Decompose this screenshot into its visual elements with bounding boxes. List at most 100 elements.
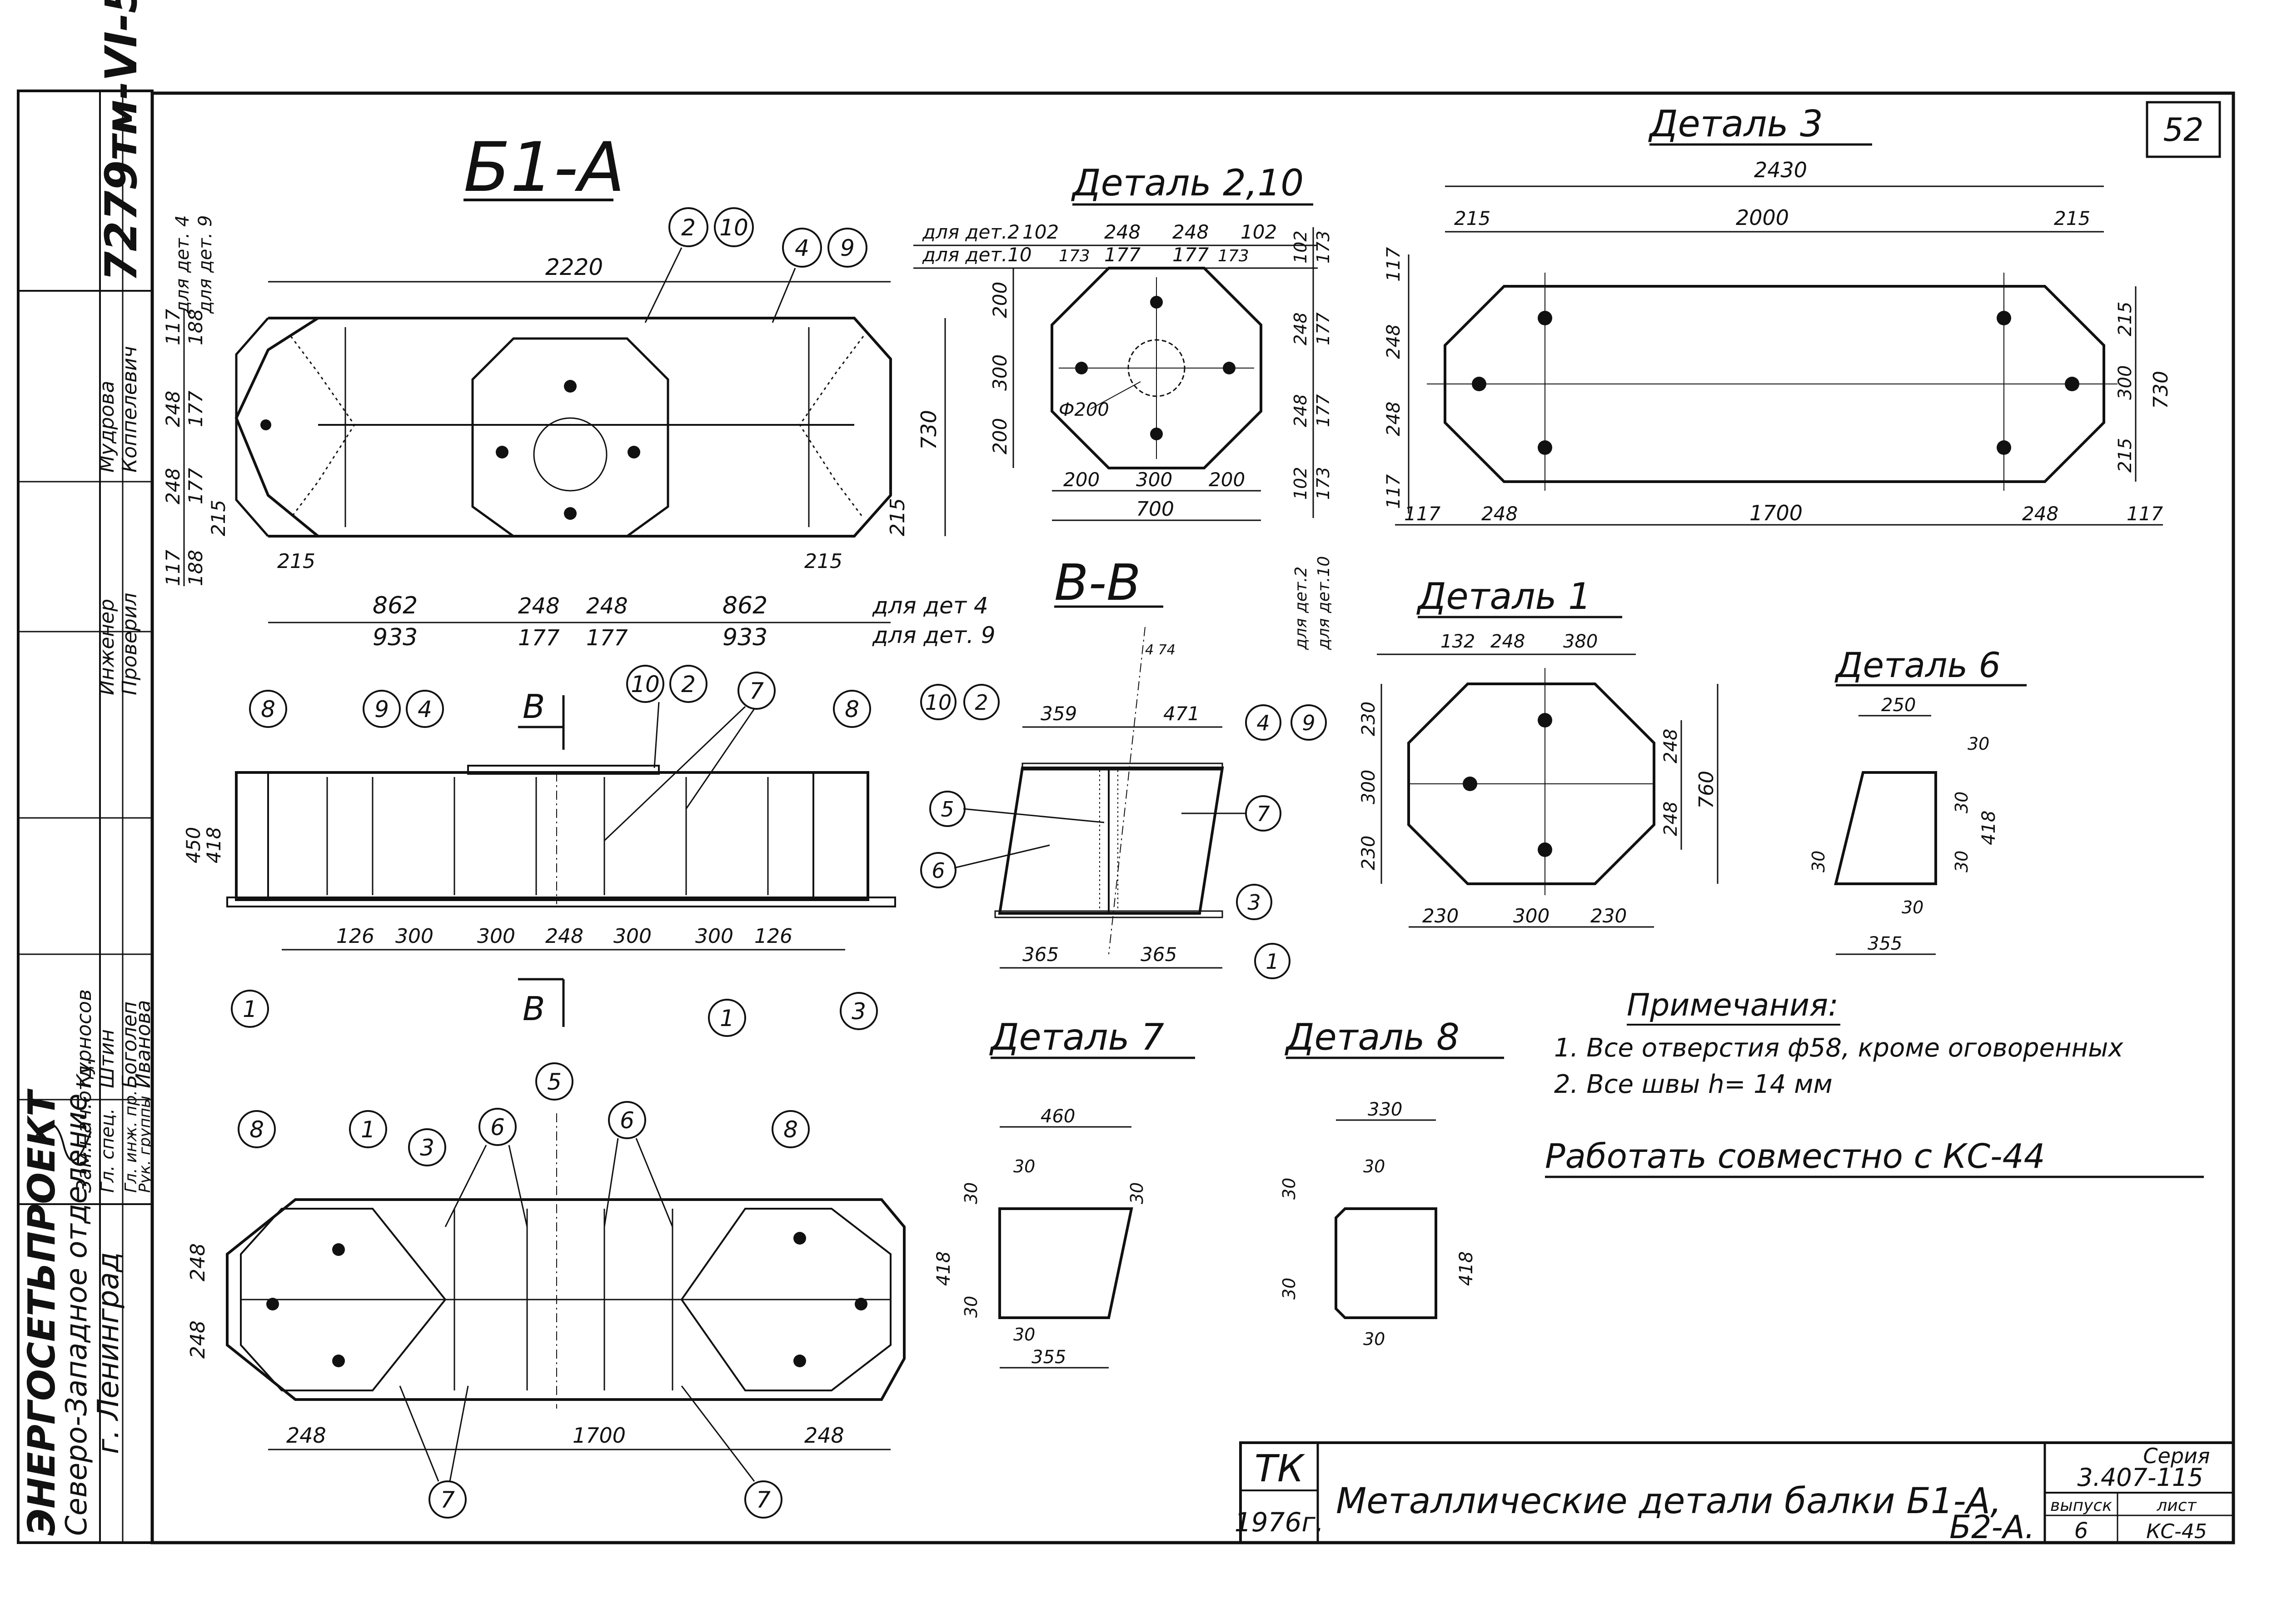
view-det1: Деталь 1 132 248 380 230 300 230 248 248… (1358, 575, 1719, 928)
view-front: 450 418 126 300 300 248 300 300 126 В В … (182, 665, 896, 1037)
det210-dim-right: 102 (1290, 230, 1310, 264)
callout-label: 1 (243, 996, 257, 1022)
det210-title: Деталь 2,10 (1071, 162, 1304, 204)
callout-bubble (714, 207, 754, 247)
callout-label: 3 (420, 1135, 434, 1161)
callout-bubble (1245, 795, 1281, 832)
det1-title: Деталь 1 (1416, 575, 1591, 618)
b1a-dim-left: 117 (162, 550, 184, 586)
det7-dim: 30 (961, 1182, 981, 1204)
bolt-hole (332, 1355, 345, 1367)
callout-label: 10 (631, 671, 660, 697)
b1a-dim-right: 730 (917, 410, 941, 450)
det210-dim-total: 700 (1136, 498, 1174, 521)
det3-dim-right: 215 (2115, 438, 2136, 473)
org-dept: Северо-Западное отделение (60, 1094, 94, 1536)
det210-row-label: для дет.10 (922, 244, 1032, 266)
front-dim-bottom: 248 (545, 925, 583, 948)
det3-dim-left: 117 (1383, 247, 1404, 282)
title-block: ТК 1976г. Металлические детали балки Б1-… (1235, 1441, 2235, 1546)
view-det210: Деталь 2,10 для дет.2 для дет.10 102 248… (913, 162, 1333, 650)
signature-name-3: Боголеп (118, 1001, 141, 1088)
det210-dim: 177 (1172, 244, 1209, 266)
b1a-note: для дет. 9 (872, 622, 996, 648)
bolt-hole (628, 446, 640, 458)
tb-issue-label: выпуск (2050, 1496, 2112, 1515)
bb-dim-top: 471 (1163, 702, 1200, 725)
plan-dim-bottom: 248 (804, 1423, 844, 1448)
det210-dim: 248 (1172, 221, 1209, 243)
b1a-note: для дет 4 (872, 593, 988, 619)
bolt-hole (266, 1298, 279, 1310)
callout-bubble (772, 1110, 810, 1148)
callout-label: 8 (249, 1116, 264, 1143)
callout-label: 4 (1256, 711, 1270, 735)
b1a-dim-bottom: 177 (518, 625, 560, 651)
det1-dim-right: 248 (1660, 729, 1681, 763)
plan-dim-bottom: 1700 (573, 1423, 626, 1448)
signature-name-5: Мудрова (95, 381, 119, 473)
det3-dim-bottom: 248 (2022, 503, 2058, 525)
bolt-hole (564, 380, 577, 393)
org-city: г. Ленинград (92, 1252, 125, 1454)
together-note: Работать совместно с КС-44 (1545, 1137, 2045, 1176)
signature-role-6: Проверил (118, 593, 141, 695)
front-dim-bottom: 126 (754, 925, 792, 948)
bolt-hole (332, 1243, 345, 1256)
det3-dim-height: 730 (2149, 371, 2172, 409)
det1-dim-bottom: 230 (1590, 905, 1627, 927)
callout-label: 10 (925, 690, 952, 715)
det7-dim: 30 (961, 1296, 981, 1318)
callout-label: 7 (440, 1487, 455, 1513)
callout-bubble (428, 1480, 467, 1519)
bolt-hole (793, 1232, 806, 1245)
det1-dim-bottom: 300 (1513, 905, 1550, 927)
det6-dim: 30 (1902, 897, 1923, 917)
signature-name-1: Курносов (73, 989, 96, 1088)
det3-dim-top: 215 (1454, 207, 1490, 229)
det8-dim: 30 (1363, 1329, 1385, 1349)
det210-dim-left: 300 (989, 354, 1011, 391)
b1a-dim-left: 177 (184, 468, 207, 504)
callout-label: 7 (749, 678, 764, 704)
b1a-dim-right: 215 (886, 498, 909, 536)
det210-dim-bottom: 200 (1209, 468, 1245, 491)
note-item: 1. Все отверстия ф58, кроме оговоренных (1554, 1033, 2123, 1063)
bolt-hole (564, 507, 577, 520)
callout-bubble (669, 665, 708, 703)
det6-dim: 30 (1952, 851, 1972, 872)
det3-dim-right: 300 (2115, 365, 2136, 400)
b1a-dim-bottom: 248 (586, 593, 628, 619)
b1a-side-note: для дет. 9 (195, 215, 216, 314)
callout-label: 1 (1266, 949, 1279, 974)
callout-bubble (231, 990, 269, 1028)
callout-label: 2 (975, 690, 988, 715)
det6-dim: 30 (1968, 734, 1989, 754)
det8-dim: 30 (1363, 1156, 1385, 1176)
bb-dim-bottom: 365 (1022, 943, 1059, 966)
callout-bubble (406, 690, 444, 728)
det7-dim: 418 (933, 1251, 954, 1286)
callout-bubble (408, 1128, 446, 1166)
det3-dim-bottom: 117 (1404, 503, 1440, 525)
callout-bubble (668, 207, 708, 247)
callout-bubble (363, 690, 401, 728)
det3-dim-top: 2000 (1736, 205, 1789, 230)
callout-bubble (608, 1101, 646, 1139)
bolt-hole (260, 419, 271, 430)
det8-title: Деталь 8 (1285, 1016, 1460, 1058)
det1-dim-left: 230 (1358, 836, 1379, 870)
org-name: ЭНЕРГОСЕТЬПРОЕКТ (20, 1088, 64, 1536)
det210-dim-right: 102 (1290, 467, 1310, 500)
note-item: 2. Все швы h= 14 мм (1554, 1070, 1833, 1099)
callout-bubble (1245, 704, 1281, 741)
det1-dim-height: 760 (1695, 771, 1718, 809)
b1a-dim-bottom: 248 (518, 593, 560, 619)
det210-dim: 102 (1241, 221, 1277, 243)
callout-label: 1 (361, 1116, 375, 1143)
det7-dim: 355 (1031, 1347, 1066, 1368)
tb-code: ТК (1255, 1447, 1305, 1490)
b1a-dim-left: 215 (207, 500, 229, 536)
callout-bubble (920, 852, 957, 888)
